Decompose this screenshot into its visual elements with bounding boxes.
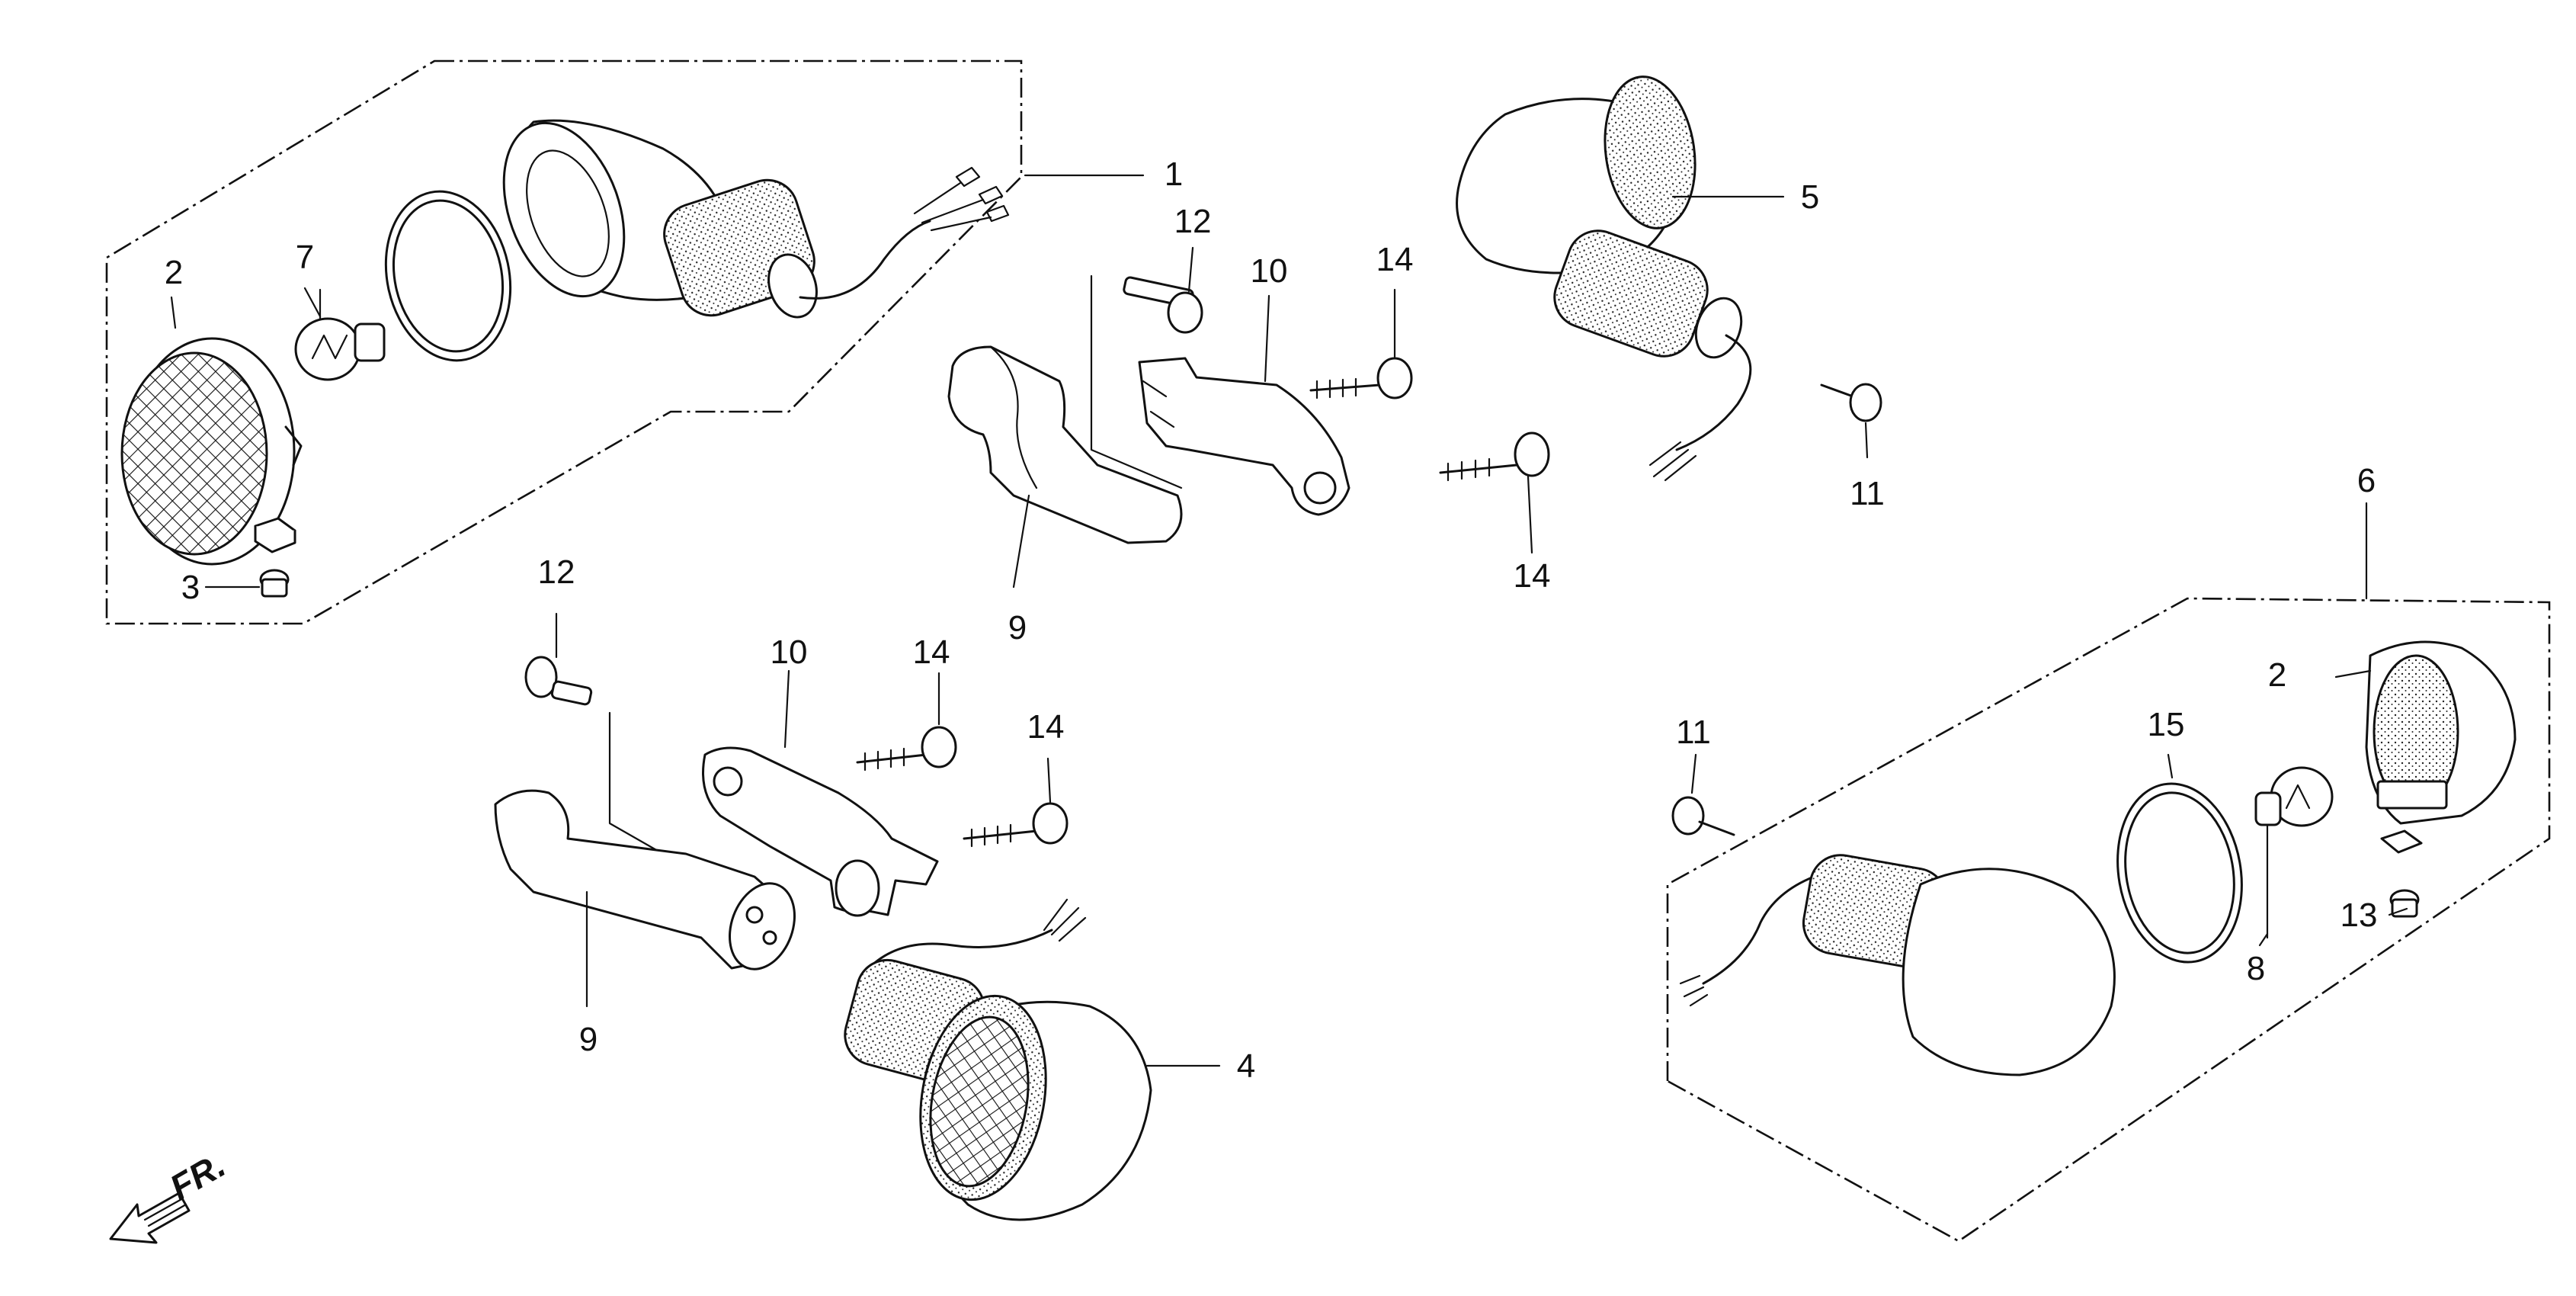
group-1-boundary <box>105 59 1023 625</box>
callout-labels: 2 7 1 3 12 10 14 5 9 14 11 12 10 14 14 9… <box>165 156 2378 1085</box>
bracket-arm-part-9-lower <box>494 789 796 970</box>
callout-2-left: 2 <box>165 254 183 291</box>
clip-nut-right <box>2380 829 2423 854</box>
lens-gasket-ring-part-15 <box>2116 782 2243 964</box>
callout-2-right: 2 <box>2268 656 2286 694</box>
callout-7: 7 <box>296 239 314 276</box>
leader-line-bolt-12-lower <box>608 711 665 855</box>
bracket-part-10-upper <box>1138 357 1350 516</box>
callout-12-lower: 12 <box>538 553 575 591</box>
bolt-part-14-upper-a <box>1309 357 1413 399</box>
screw-part-11-upper <box>1820 383 1882 422</box>
callout-5: 5 <box>1801 178 1819 216</box>
group-6-boundary <box>1666 597 2551 1243</box>
bracket-arm-part-9-upper <box>947 345 1183 544</box>
bolt-part-12-lower <box>524 656 593 706</box>
bolt-part-14-lower-a <box>856 726 957 772</box>
callout-8: 8 <box>2247 950 2265 987</box>
callout-14-upper-a: 14 <box>1376 241 1414 278</box>
bulb-part-7 <box>294 288 386 381</box>
callout-11-right: 11 <box>1676 714 1711 751</box>
callout-10-lower: 10 <box>771 634 808 671</box>
signal-unit-right-in-group-6 <box>1679 854 2116 1076</box>
callout-1: 1 <box>1165 156 1183 193</box>
callout-15: 15 <box>2148 706 2185 743</box>
bolt-part-14-lower-b <box>963 802 1069 848</box>
lens-part-2-left <box>120 337 303 566</box>
leader-line-bolt-12-upper <box>1090 274 1183 489</box>
bolt-part-14-upper-b <box>1439 431 1550 482</box>
front-direction-arrow-icon <box>109 1192 191 1244</box>
lens-part-2-right <box>2365 640 2517 825</box>
signal-housing-part-1 <box>502 119 1010 319</box>
callout-4: 4 <box>1237 1047 1255 1085</box>
lens-gasket-ring-left <box>384 190 512 362</box>
signal-unit-part-5 <box>1456 75 1752 482</box>
callout-9-upper: 9 <box>1008 609 1027 646</box>
callout-leader-lines <box>170 174 2408 1067</box>
bulb-part-8 <box>2254 766 2334 939</box>
screw-part-11-right <box>1671 796 1735 836</box>
callout-14-upper-b: 14 <box>1514 557 1551 595</box>
callout-11-upper: 11 <box>1850 475 1885 512</box>
callout-13: 13 <box>2341 897 2378 934</box>
callout-14-lower-b: 14 <box>1027 708 1065 746</box>
callout-6: 6 <box>2357 462 2376 499</box>
callout-14-lower-a: 14 <box>913 634 950 671</box>
callout-3: 3 <box>181 569 200 606</box>
callout-10-upper: 10 <box>1251 252 1288 290</box>
clip-nut-left <box>254 517 296 553</box>
callout-12-upper: 12 <box>1174 203 1212 240</box>
signal-unit-part-4 <box>844 898 1152 1221</box>
bracket-part-10-lower <box>702 746 939 917</box>
screw-part-3 <box>259 569 290 598</box>
bolt-part-12-upper <box>1123 276 1203 334</box>
callout-9-lower: 9 <box>579 1021 598 1058</box>
